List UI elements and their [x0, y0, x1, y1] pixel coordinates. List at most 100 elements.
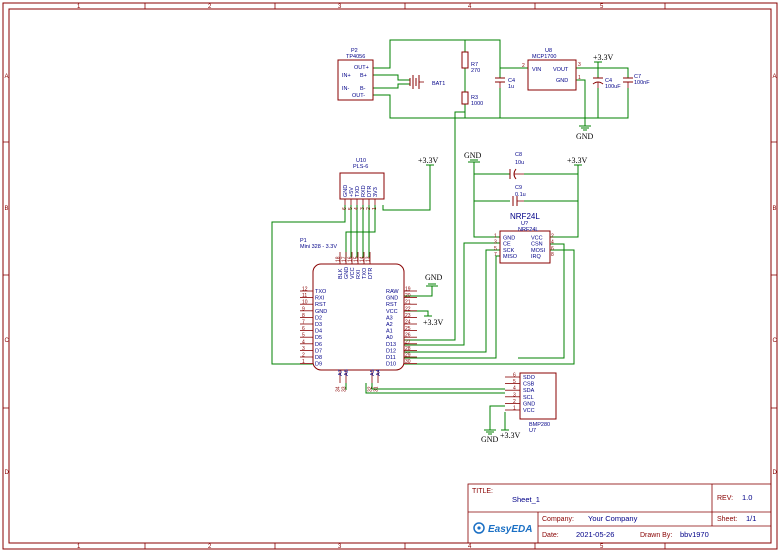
p1-pinnum-bottom: 33	[342, 386, 348, 392]
p1-pin-d10: D10	[386, 362, 396, 368]
c9-designator: C9	[515, 185, 522, 191]
easyeda-logo-text: EasyEDA	[488, 524, 532, 535]
u8-value: MCP1700	[532, 54, 556, 60]
ruler-col-5: 5	[600, 4, 604, 10]
p1-pinnum-left: 1	[302, 359, 305, 365]
resistor-r7[interactable]: R7 270	[461, 51, 480, 74]
p1-pinnum-left: 10	[302, 300, 308, 306]
nrf-pin-irq: IRQ	[531, 254, 542, 260]
p1-pinnum-left: 6	[302, 326, 305, 332]
p1-pinnum-right: 20	[405, 293, 411, 299]
net-v33-nrf: +3.3V	[567, 156, 588, 165]
p1-pin-top-rxi: RXI	[356, 269, 362, 279]
resistor-r3[interactable]: R3 1000	[461, 91, 483, 107]
tb-drawn: bbv1970	[680, 530, 709, 539]
u7-pin-gnd: GND	[523, 401, 535, 407]
u10-pinnum: 4	[354, 207, 360, 210]
p1-pinnum-left: 12	[302, 287, 308, 293]
p1-pin-d3: D3	[315, 322, 322, 328]
p1-pinnum-top: 15	[354, 256, 360, 262]
mcu-p1-pro-mini[interactable]: P1 Mini 328 - 3.3V TXO12RXI11RST10GND9D2…	[300, 238, 417, 392]
u7-pin-sdo: SDO	[523, 375, 536, 381]
p1-pinnum-right: 21	[405, 300, 411, 306]
p1-pinnum-top: 17	[342, 256, 348, 262]
p1-pin-d12: D12	[386, 348, 396, 354]
ruler-row-b-right: B	[773, 206, 777, 212]
p1-pin-d2: D2	[315, 315, 322, 321]
p1-pinnum-top: 14	[360, 256, 366, 262]
p1-pin-a0: A0	[386, 335, 393, 341]
nrf-pin-mosi: MOSI	[531, 248, 546, 254]
regulator-u8-mcp1700[interactable]: U8 MCP1700 VIN VOUT GND 2 3 1	[522, 48, 581, 91]
p2-pin-out-plus: OUT+	[354, 65, 369, 71]
r7-designator: R7	[471, 62, 478, 68]
capacitor-c4-output[interactable]: C4 100uF	[592, 77, 621, 90]
r7-value: 270	[471, 68, 480, 74]
p1-pin-top-blk: BLK	[338, 268, 344, 279]
ruler-col-1-bottom: 1	[77, 544, 81, 550]
battery-bat1[interactable]: BAT1	[409, 75, 445, 89]
p1-pinnum-bottom: 34	[336, 386, 342, 392]
u10-pin-dtr: DTR	[367, 186, 373, 197]
p1-pinnum-right: 27	[405, 339, 411, 345]
net-v33-promini: +3.3V	[423, 318, 444, 327]
capacitor-c7[interactable]: C7 100nF	[623, 74, 650, 88]
u7-designator: U7	[529, 428, 536, 434]
nrf-pinnum-right: 8	[551, 252, 554, 258]
nrf-pin-sck: SCK	[503, 248, 515, 254]
capacitor-c4-input[interactable]: C4 1u	[495, 77, 515, 90]
p1-pinnum-right: 25	[405, 326, 411, 332]
p2-pin-b-plus: B+	[360, 73, 367, 79]
p1-value: Mini 328 - 3.3V	[300, 244, 337, 250]
u8-pinnum-vin: 2	[522, 63, 525, 69]
p1-pinnum-left: 4	[302, 339, 305, 345]
nrf-pinnum-left: 1	[494, 234, 497, 240]
c4b-designator: C4	[605, 78, 612, 84]
ruler-row-d: D	[5, 470, 10, 476]
p2-designator: P2	[351, 48, 358, 54]
p1-pin-group: TXO12RXI11RST10GND9D28D37D46D55D64D73D82…	[300, 252, 417, 392]
u10-pin-gnd: GND	[343, 185, 349, 197]
ruler-row-a: A	[5, 74, 9, 80]
p1-pin-gnd: GND	[386, 296, 398, 302]
bat1-designator: BAT1	[432, 81, 445, 87]
nrf-pinnum-right: 4	[551, 240, 554, 246]
p1-pinnum-right: 29	[405, 353, 411, 359]
net-gnd-bmp: GND	[481, 435, 499, 444]
p1-pinnum-right: 22	[405, 306, 411, 312]
u7-pinnum: 1	[513, 406, 516, 412]
p1-pinnum-bottom: 31	[374, 386, 380, 392]
p1-pin-top-vcc: VCC	[350, 267, 356, 279]
ruler-row-c: C	[5, 338, 10, 344]
net-gnd-nrf: GND	[464, 151, 482, 160]
tb-sheet: 1/1	[746, 514, 756, 523]
p1-pinnum-right: 19	[405, 287, 411, 293]
u7-pinnum: 2	[513, 399, 516, 405]
p2-value: TP4056	[346, 54, 365, 60]
capacitor-c9[interactable]: C9 0.1u	[512, 185, 526, 206]
p1-pin-top-dtr: DTR	[368, 268, 374, 279]
p1-pin-a5: A5	[370, 369, 376, 376]
p1-pinnum-top: 16	[348, 256, 354, 262]
u10-pinnum: 1	[372, 207, 378, 210]
nrf-value: NRF24L	[518, 227, 538, 233]
u7-pin-vcc: VCC	[523, 408, 535, 414]
p1-pinnum-left: 2	[302, 353, 305, 359]
ruler-col-1: 1	[77, 4, 81, 10]
p1-pin-a2: A2	[386, 322, 393, 328]
module-p2-tp4056[interactable]: P2 TP4056 IN+ IN- OUT+ B+ B- OUT-	[337, 48, 374, 101]
p1-pin-d9: D9	[315, 362, 322, 368]
capacitor-c8[interactable]: C8 10u	[509, 152, 524, 180]
wires	[271, 39, 629, 430]
u10-pinnum: 6	[342, 207, 348, 210]
ruler-col-4-bottom: 4	[468, 544, 472, 550]
u8-pin-vout: VOUT	[553, 67, 569, 73]
c8-designator: C8	[515, 152, 522, 158]
p1-pin-d8: D8	[315, 355, 322, 361]
